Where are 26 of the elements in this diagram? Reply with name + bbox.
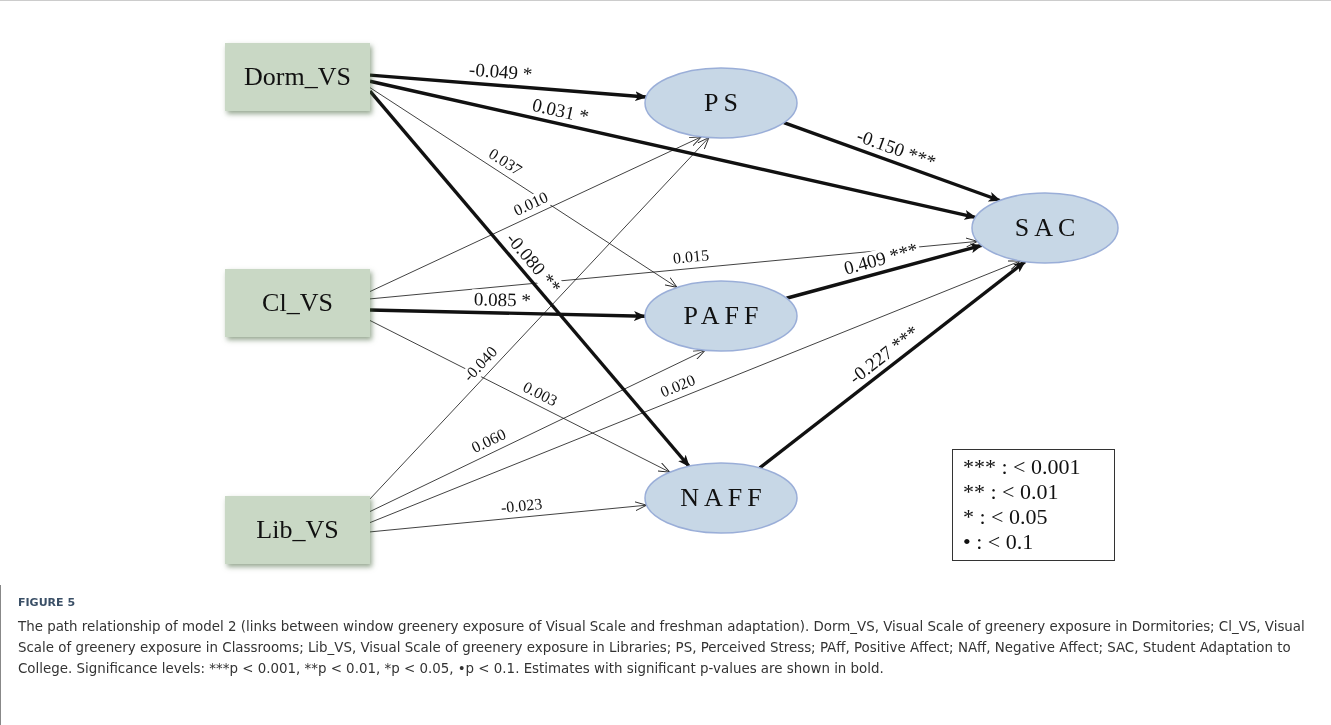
significance-key: * : < 0.05 [963, 504, 1114, 529]
figure-number: FIGURE 5 [18, 596, 76, 609]
variable-name: Lib_VS [256, 515, 339, 545]
path-arrow [783, 121, 1001, 203]
variable-ellipse [645, 281, 797, 351]
variable-box [225, 43, 370, 111]
variable-box [225, 496, 370, 564]
significance-key: • : < 0.1 [963, 529, 1114, 554]
variable-name: PAFF [683, 301, 764, 331]
variable-ellipse [645, 463, 797, 533]
variable-name: NAFF [680, 483, 767, 513]
path-arrow [369, 308, 646, 321]
path-arrow [786, 243, 983, 300]
path-arrow [758, 260, 1027, 470]
variable-name: PS [704, 88, 743, 118]
variable-name: Dorm_VS [244, 62, 351, 92]
variable-ellipse [972, 193, 1118, 263]
significance-key: *** : < 0.001 [963, 454, 1114, 479]
significance-key: ** : < 0.01 [963, 479, 1114, 504]
variable-name: SAC [1014, 213, 1081, 243]
path-arrow [369, 73, 648, 102]
variable-name: Cl_VS [262, 288, 333, 318]
variable-ellipse [645, 68, 797, 138]
figure-caption: The path relationship of model 2 (links between window greenery exposure of Visual Scale and freshman adaptation). Dorm_VS, Visual Scale of greenery exposure in Dormitories; Cl_VS, Visual Scale of greenery exposure in Classrooms; Lib_VS, Visual Scale of greenery exposure in Libraries; PS, Perceived Stress; PAff, Positive Affect; NAff, Negative Affect; SAC, Student Adaptation to College. Significance levels: ***p < 0.001, **p < 0.01, *p < 0.05, •p < 0.1. Estimates with significant p-values are shown in bold. [18, 618, 1306, 678]
variable-box [225, 269, 370, 337]
path-arrow [369, 79, 977, 220]
